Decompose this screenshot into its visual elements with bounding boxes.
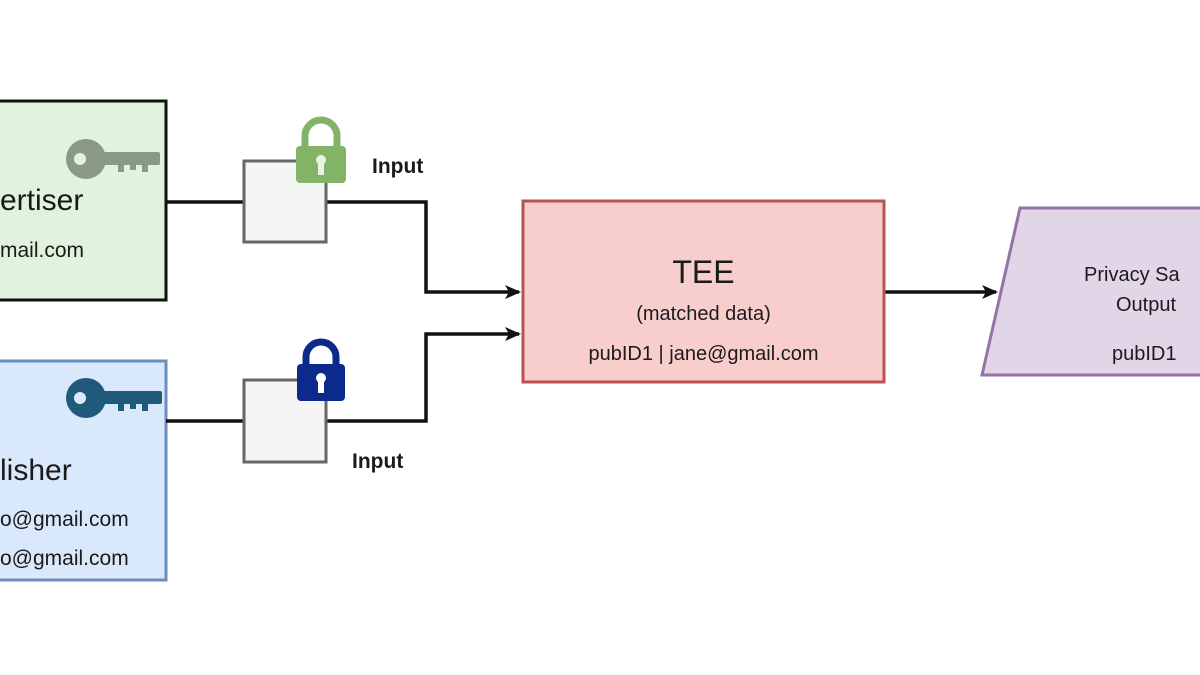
input-label: Input [372, 155, 424, 178]
key-icon [66, 139, 160, 179]
lock-icon [296, 116, 346, 183]
advertiser-box [0, 99, 168, 302]
tee-record: pubID1 | jane@gmail.com [588, 343, 819, 365]
lock-icon [297, 338, 345, 401]
publisher-email: o@gmail.com [0, 508, 129, 531]
key-icon [66, 378, 162, 418]
advertiser-email: mail.com [0, 239, 85, 262]
output-value: pubID1 [1112, 343, 1177, 365]
connector-arrow [326, 200, 521, 299]
publisher-email: o@gmail.com [0, 547, 129, 570]
tee-subtitle: (matched data) [636, 303, 771, 325]
input-label: Input [352, 450, 404, 473]
advertiser-title: ertiser [0, 184, 84, 217]
tee-title: TEE [672, 254, 735, 290]
tee-box [521, 199, 886, 384]
output-box [980, 206, 1200, 377]
output-title: Privacy Sa [1084, 264, 1180, 286]
output-title: Output [1116, 294, 1177, 316]
connector-arrow [326, 327, 521, 423]
publisher-title: lisher [0, 454, 72, 487]
